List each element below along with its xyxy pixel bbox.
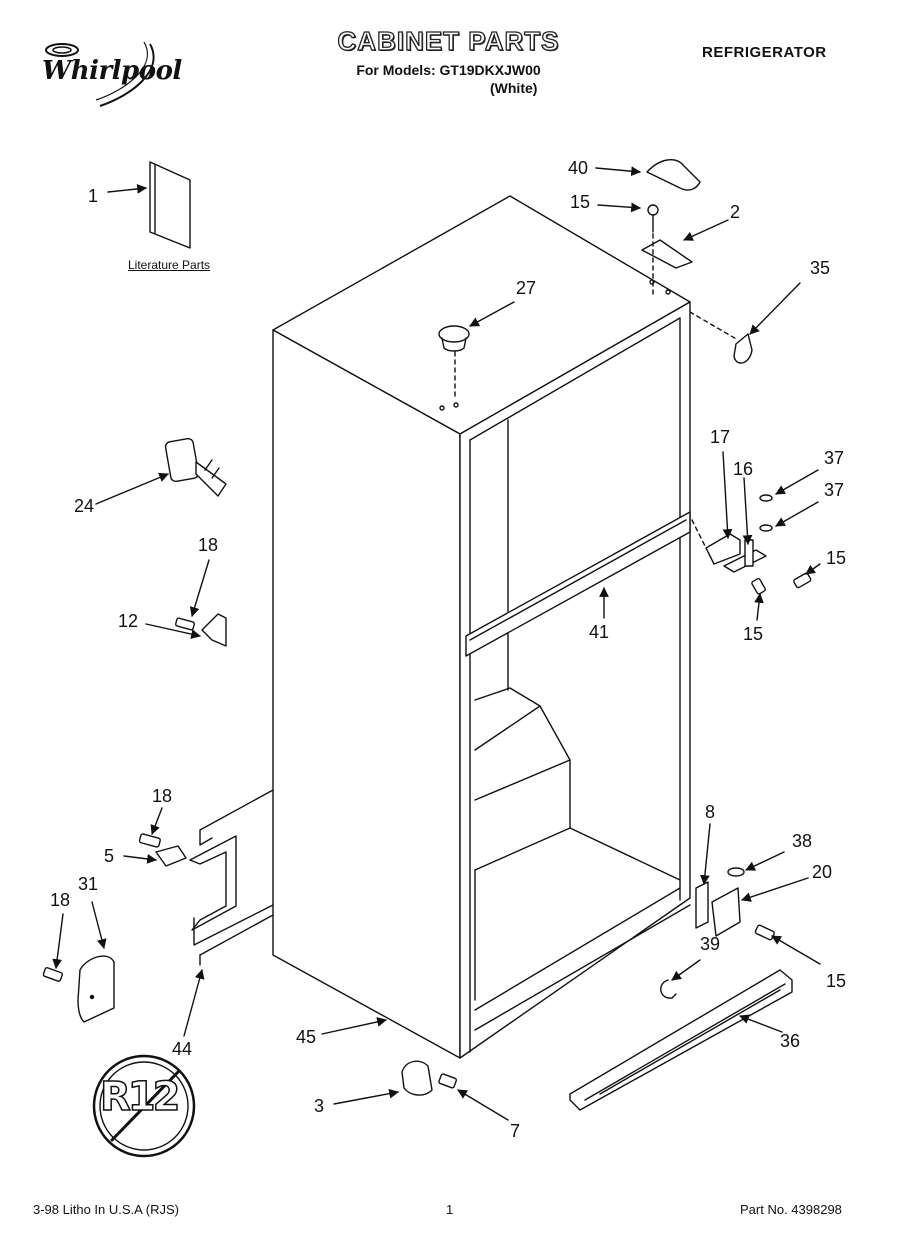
category-label: REFRIGERATOR <box>702 44 827 61</box>
callout-31: 31 <box>78 874 99 894</box>
left-bracket-upper <box>175 613 227 647</box>
callout-1: 1 <box>88 186 99 206</box>
callout-18-lower: 18 <box>152 786 173 806</box>
hinge-cap <box>733 333 753 364</box>
callout-20: 20 <box>812 862 833 882</box>
variant-label: (White) <box>490 80 538 96</box>
literature-booklet <box>149 161 191 249</box>
side-cover <box>42 955 115 1023</box>
callout-15-right: 15 <box>826 548 847 568</box>
brand-name: Whirlpool <box>42 56 182 86</box>
callout-37-lower: 37 <box>824 480 845 500</box>
logo-swirl <box>45 41 155 107</box>
no-r12-badge <box>92 1054 196 1158</box>
leveling-leg <box>164 437 227 497</box>
top-plug <box>438 325 470 401</box>
callout-44: 44 <box>172 1039 193 1059</box>
rear-panel <box>189 789 274 966</box>
left-bracket-lower <box>138 833 187 867</box>
callout-45: 45 <box>296 1027 317 1047</box>
cabinet-shell <box>272 195 691 1059</box>
callout-18-cover: 18 <box>50 890 71 910</box>
callout-24: 24 <box>74 496 95 516</box>
callout-3: 3 <box>314 1096 325 1116</box>
callout-38: 38 <box>792 831 813 851</box>
callout-27: 27 <box>516 278 537 298</box>
divider-rail <box>465 511 691 657</box>
model-line: For Models: GT19DKXJW00 <box>356 62 541 78</box>
hinge-cover <box>646 159 701 191</box>
footer-part-number: Part No. 4398298 <box>740 1202 842 1217</box>
brand-logo <box>40 36 190 116</box>
literature-parts-label: Literature Parts <box>128 258 211 272</box>
callout-17: 17 <box>710 427 731 447</box>
callout-2: 2 <box>730 202 741 222</box>
liner-interior <box>474 687 681 1001</box>
callout-35: 35 <box>810 258 831 278</box>
footer-print-info: 3-98 Litho In U.S.A (RJS) <box>33 1202 179 1217</box>
leader-lines <box>52 166 821 1121</box>
footer-page-number: 1 <box>446 1202 454 1217</box>
callout-37-upper: 37 <box>824 448 845 468</box>
front-roller <box>401 1060 458 1096</box>
callout-8: 8 <box>705 802 716 822</box>
callout-12: 12 <box>118 611 139 631</box>
callout-39: 39 <box>700 934 721 954</box>
center-hinge <box>691 494 812 595</box>
page-title: CABINET PARTS <box>337 25 560 56</box>
callout-15-top: 15 <box>570 192 591 212</box>
badge-text: R12 <box>99 1073 181 1121</box>
callout-36: 36 <box>780 1031 801 1051</box>
callout-40: 40 <box>568 158 589 178</box>
callout-15-mid: 15 <box>743 624 764 644</box>
bottom-hinge <box>695 867 775 941</box>
grille-clip <box>660 979 677 999</box>
callout-41: 41 <box>589 622 610 642</box>
callout-5: 5 <box>104 846 115 866</box>
top-hinge <box>641 204 693 299</box>
base-grille <box>569 969 793 1111</box>
callout-18-upper: 18 <box>198 535 219 555</box>
callout-15-bottom: 15 <box>826 971 847 991</box>
callout-16: 16 <box>733 459 754 479</box>
callout-7: 7 <box>510 1121 521 1141</box>
